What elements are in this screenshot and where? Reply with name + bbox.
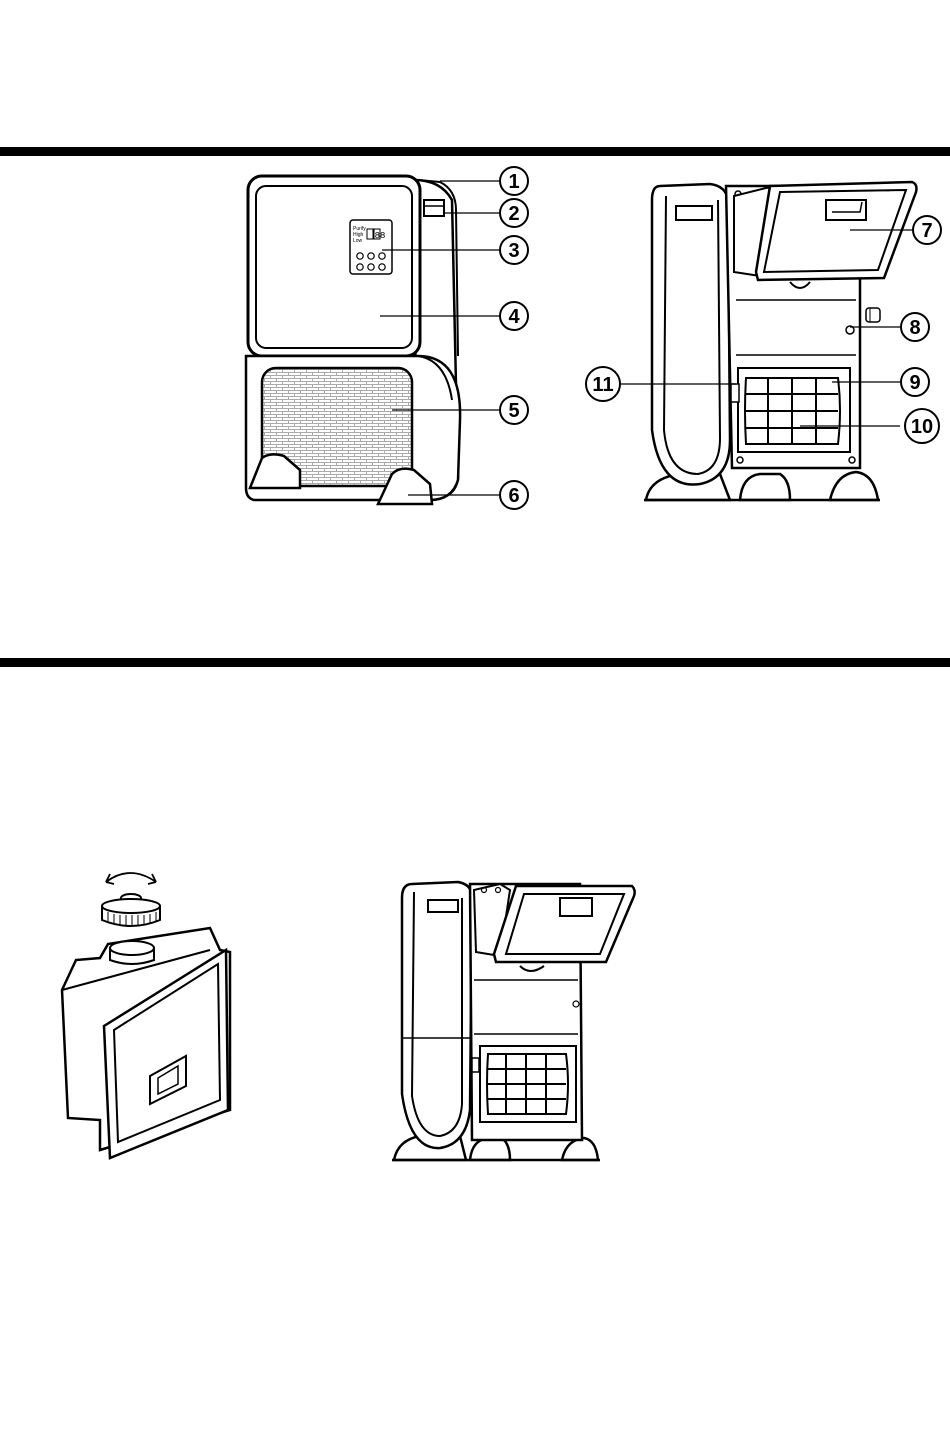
rear-view-tank-illustration [392,882,635,1160]
water-tank-cap-illustration [62,873,230,1158]
rotate-arrow-icon [106,873,156,882]
callout-label-7: 7 [921,220,932,242]
callout-label-6: 6 [508,485,519,507]
display-digits: 88 [375,231,386,241]
callout-label-4: 4 [508,306,520,328]
callout-label-5: 5 [508,400,519,422]
callout-label-3: 3 [508,240,519,262]
mode-label-low: Low [353,238,363,244]
front-panel [248,176,420,356]
callout-label-1: 1 [508,171,519,193]
callout-label-9: 9 [909,372,920,394]
callout-label-8: 8 [909,317,920,339]
switch-icon [731,384,739,402]
callout-label-10: 10 [911,416,933,438]
callout-label-11: 11 [592,374,613,396]
handle-icon [424,200,444,216]
callout-label-2: 2 [508,203,519,225]
